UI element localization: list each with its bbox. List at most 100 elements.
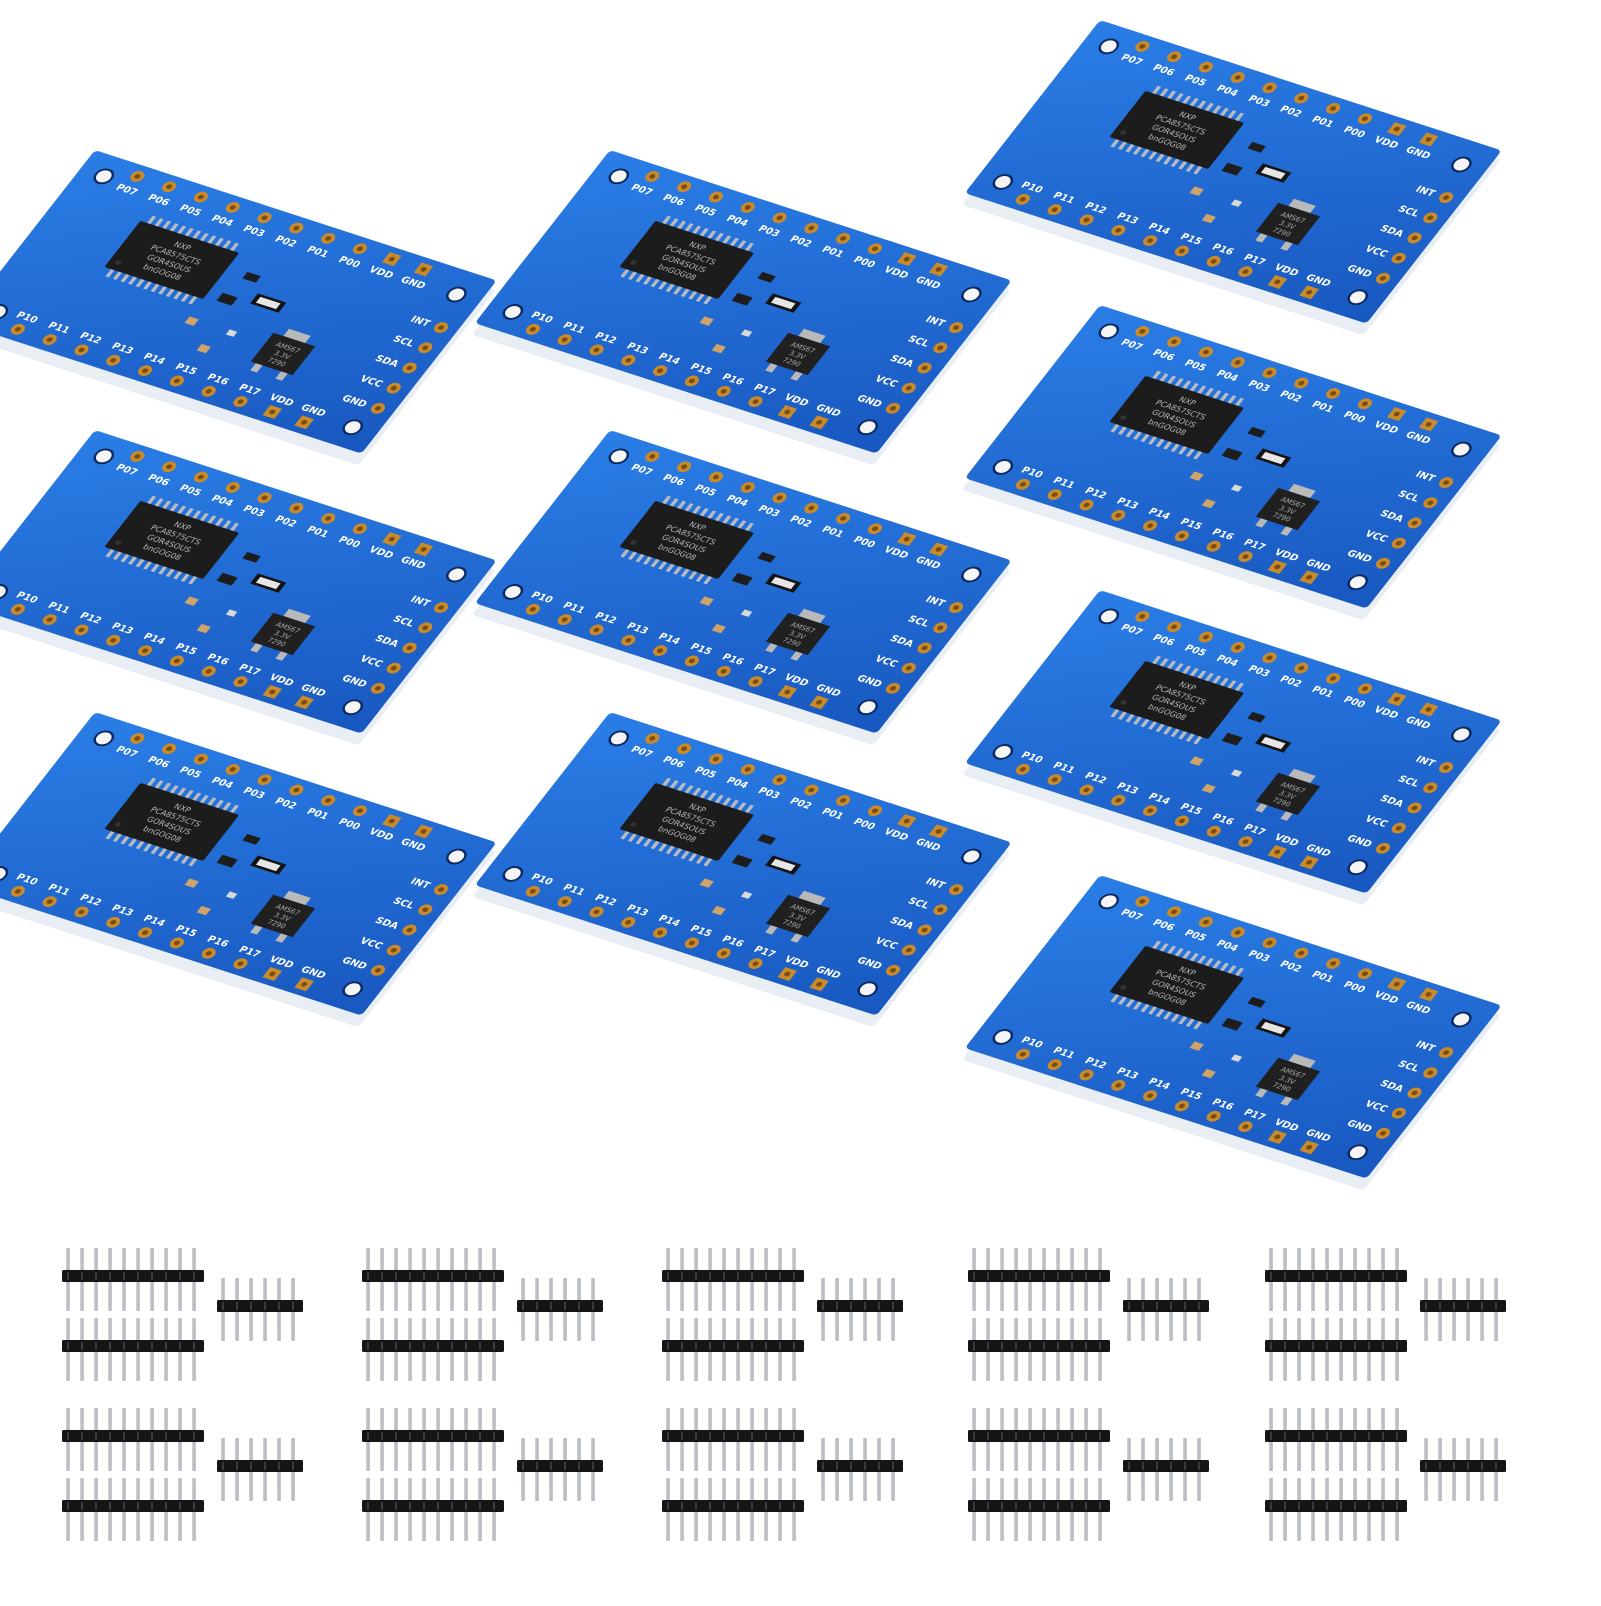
mounting-hole (961, 286, 982, 303)
header-set (362, 1248, 603, 1381)
capacitor (1201, 498, 1216, 509)
capacitor (699, 878, 714, 888)
smd-component (1247, 426, 1266, 438)
mounting-hole (1347, 859, 1369, 876)
mounting-hole (446, 566, 467, 583)
mounting-hole (0, 866, 9, 882)
mounting-hole (608, 730, 630, 747)
mounting-hole (992, 459, 1014, 475)
pin-header (517, 1278, 603, 1341)
pin-header (1265, 1478, 1407, 1541)
transistor (1221, 447, 1243, 461)
smd-component (1247, 711, 1266, 723)
mounting-hole (93, 730, 115, 747)
pin-header (662, 1408, 804, 1471)
pin-header (1265, 1408, 1407, 1471)
smd-component (757, 551, 776, 563)
transistor (731, 854, 753, 868)
capacitor (184, 878, 199, 888)
pin-header (1123, 1278, 1209, 1341)
capacitor (196, 343, 211, 354)
capacitor (1201, 1068, 1216, 1079)
mounting-hole (1451, 726, 1472, 743)
pcb-module: P07P06P05P04P03P02P01P00VDDGNDP10P11P12P… (473, 151, 1010, 465)
mounting-hole (857, 981, 879, 998)
capacitor (699, 596, 714, 606)
pin-header (1265, 1248, 1407, 1311)
pcb-module: P07P06P05P04P03P02P01P00VDDGNDP10P11P12P… (963, 591, 1500, 905)
capacitor (711, 343, 726, 354)
mounting-hole (342, 981, 364, 998)
pcb-module: P07P06P05P04P03P02P01P00VDDGNDP10P11P12P… (963, 876, 1500, 1190)
pin-header (62, 1318, 204, 1381)
mounting-hole (992, 1029, 1014, 1045)
smd-component (242, 833, 261, 845)
smd-component (740, 609, 753, 617)
header-set (1265, 1248, 1506, 1381)
header-set (662, 1408, 903, 1541)
mounting-hole (961, 566, 982, 583)
smd-component (1230, 199, 1243, 207)
pin-header (662, 1478, 804, 1541)
pcb-module: P07P06P05P04P03P02P01P00VDDGNDP10P11P12P… (0, 713, 495, 1027)
smd-component (242, 551, 261, 563)
mounting-hole (0, 304, 9, 320)
transistor (216, 854, 238, 868)
smd-component (1230, 484, 1243, 492)
smd-component (225, 329, 238, 337)
transistor (1221, 732, 1243, 746)
transistor (731, 572, 753, 586)
capacitor (1189, 186, 1204, 196)
mounting-hole (1347, 289, 1369, 306)
mounting-hole (1347, 574, 1369, 591)
mounting-hole (608, 448, 630, 465)
mounting-hole (93, 168, 115, 185)
mounting-hole (857, 419, 879, 436)
mounting-hole (93, 448, 115, 465)
header-set (1265, 1408, 1506, 1541)
pin-header (662, 1248, 804, 1311)
smd-component (1247, 141, 1266, 153)
pcb-module: P07P06P05P04P03P02P01P00VDDGNDP10P11P12P… (963, 306, 1500, 620)
pin-header (817, 1278, 903, 1341)
capacitor (1201, 783, 1216, 794)
mounting-hole (342, 419, 364, 436)
header-set (362, 1408, 603, 1541)
mounting-hole (1098, 893, 1120, 910)
pcb-module: P07P06P05P04P03P02P01P00VDDGNDP10P11P12P… (0, 431, 495, 745)
capacitor (1189, 471, 1204, 481)
smd-component (225, 609, 238, 617)
pcb-modules-group: P07P06P05P04P03P02P01P00VDDGNDP10P11P12P… (0, 21, 1500, 1190)
mounting-hole (961, 848, 982, 865)
pin-header (817, 1438, 903, 1501)
capacitor (196, 623, 211, 634)
mounting-hole (1347, 1144, 1369, 1161)
capacitor (1201, 213, 1216, 224)
pin-header (217, 1438, 303, 1501)
mounting-hole (857, 699, 879, 716)
smd-component (757, 271, 776, 283)
mounting-hole (1451, 1011, 1472, 1028)
mounting-hole (1451, 156, 1472, 173)
mounting-hole (502, 866, 524, 882)
transistor (1221, 162, 1243, 176)
pin-header (968, 1478, 1110, 1541)
header-set (62, 1408, 303, 1541)
pin-header (517, 1438, 603, 1501)
header-set (968, 1248, 1209, 1381)
